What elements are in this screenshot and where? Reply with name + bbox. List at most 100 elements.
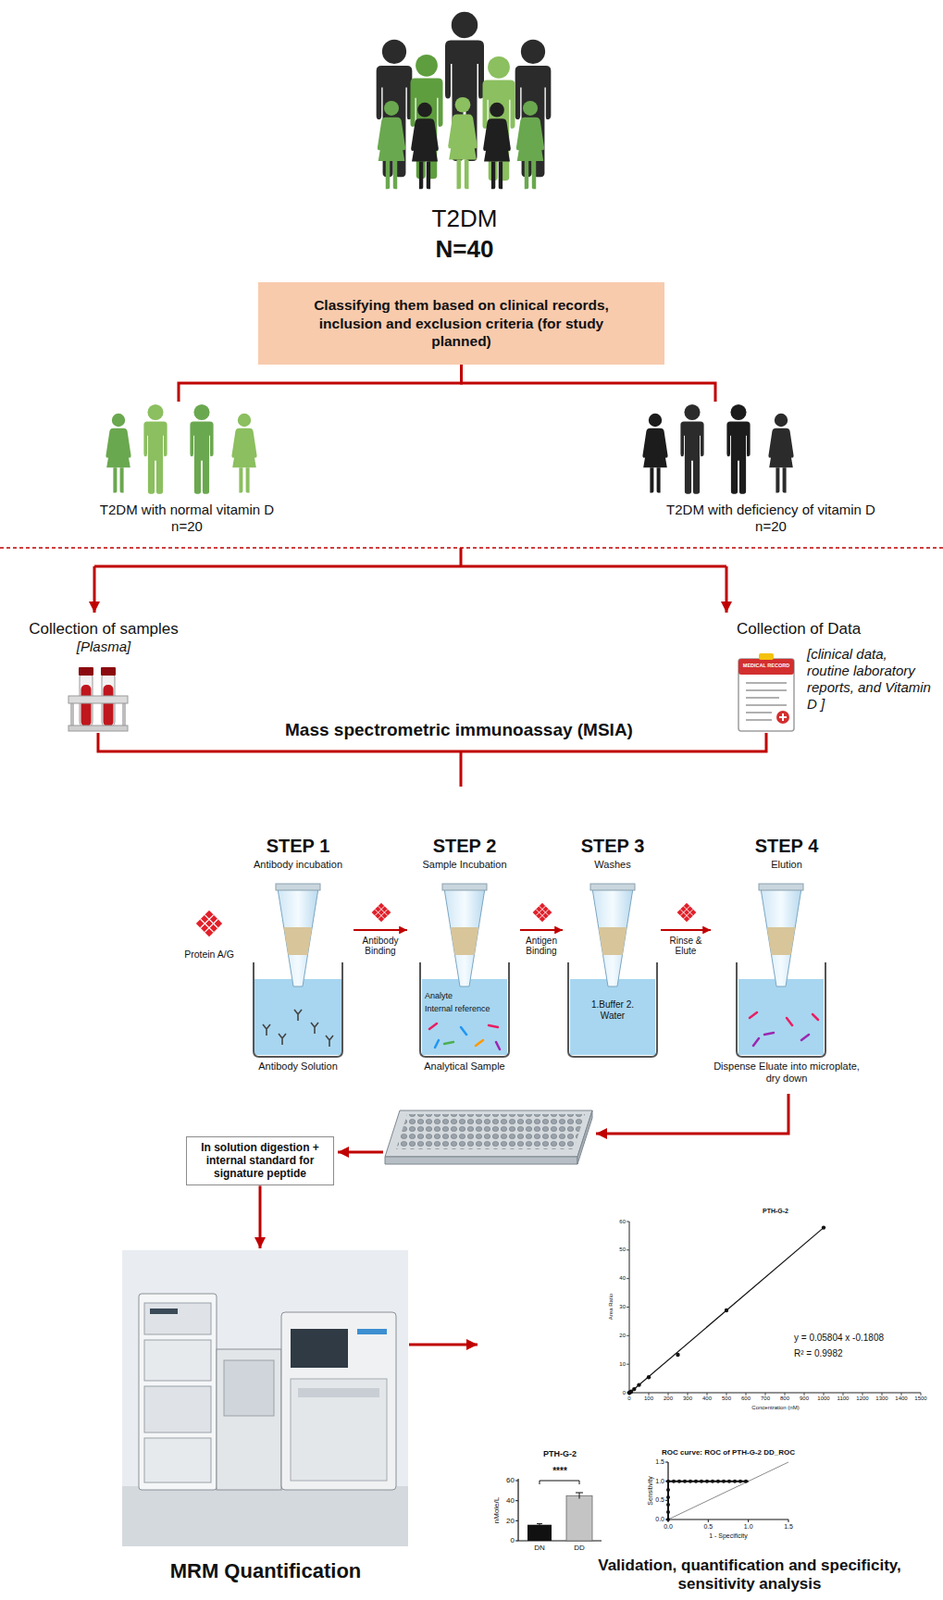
bar-chart <box>527 1525 552 1541</box>
msia-step-3-art <box>592 888 633 987</box>
node-title: T2DM with deficiency of vitamin D <box>635 501 906 519</box>
msia-step-4-art <box>764 1032 774 1035</box>
mass-spectrometer-picture <box>223 1360 274 1416</box>
calibration-curve-chart <box>724 1308 729 1313</box>
tick-label: 20 <box>506 1516 515 1526</box>
mass-spectrometer-picture <box>122 1250 409 1547</box>
mass-spectrometer-picture <box>357 1328 387 1335</box>
msia-step-2-art <box>420 883 509 1057</box>
tick-label: 1.0 <box>744 1523 754 1531</box>
calibration-curve-chart <box>626 1221 921 1396</box>
patient-crowd-icon <box>516 100 545 189</box>
node-title: In solution digestion + internal standar… <box>192 1141 328 1180</box>
tick-label: 60 <box>506 1476 515 1485</box>
node-title: STEP 3 <box>564 834 661 857</box>
calibration-curve-chart <box>632 1387 636 1391</box>
axis-title: Area Ratio <box>607 1293 615 1320</box>
tick-label: 10 <box>619 1361 626 1368</box>
connector-arrow <box>178 364 462 402</box>
tick-label: 800 <box>780 1395 790 1403</box>
blood-tube-icon <box>81 684 92 727</box>
process-box: In solution digestion + internal standar… <box>186 1136 335 1186</box>
msia-step-3-art <box>590 883 635 891</box>
edge-label: Antibody Binding <box>358 935 403 956</box>
mass-spectrometer-picture <box>144 1438 211 1483</box>
calibration-curve-chart <box>629 1228 824 1394</box>
tick-label: 0 <box>627 1395 631 1403</box>
chart-title: ROC curve: ROC of PTH-G-2 DD_ROC <box>661 1448 795 1457</box>
bar-chart <box>539 1480 580 1485</box>
msia-step-2-art <box>475 1040 484 1046</box>
patient-group: T2DM with deficiency of vitamin Dn=20 <box>632 401 910 537</box>
node-text: n=20 <box>88 518 286 535</box>
protein-ag-icon <box>533 903 553 923</box>
msia-step-4-art <box>812 1014 819 1020</box>
axis-title: 1 - Specificity <box>708 1532 748 1540</box>
chart-title: PTH-G-2 <box>543 1449 577 1459</box>
tick-label: 1100 <box>837 1395 850 1403</box>
patient-crowd-icon <box>377 100 406 189</box>
separator-line <box>0 546 943 549</box>
msia-step-2-art <box>429 1023 437 1030</box>
tick-label: 0.0 <box>663 1523 673 1531</box>
tick-label: 300 <box>682 1395 693 1403</box>
medical-record-icon <box>738 658 795 732</box>
edge-label: Rinse & Elute <box>663 935 708 956</box>
msia-step: STEP 1Antibody incubationAntibody Soluti… <box>242 832 354 1092</box>
medical-record-icon <box>758 653 774 660</box>
medical-record-icon <box>779 713 787 721</box>
tick-label: 1.5 <box>783 1523 794 1531</box>
normal-group-icon <box>105 404 257 495</box>
connector-arrow <box>353 929 408 931</box>
calibration-curve-chart <box>626 1221 921 1396</box>
node-text: Sample Incubation <box>412 858 517 871</box>
medical-record-icon <box>776 710 790 724</box>
msia-step-4-art <box>786 1017 793 1026</box>
node-text: n=20 <box>635 518 906 535</box>
tick-label: 1000 <box>817 1395 830 1403</box>
blood-tube-icon <box>103 684 114 727</box>
deficient-group-icon <box>642 404 794 495</box>
chart-title: PTH-G-2 <box>762 1207 789 1216</box>
microplate-icon <box>396 1114 585 1150</box>
node-title: Collection of samples <box>11 620 197 639</box>
msia-step-2-art <box>496 1042 500 1050</box>
node-title: STEP 1 <box>242 834 354 857</box>
blood-tube-icon <box>68 667 128 732</box>
roc-chart <box>668 1462 789 1520</box>
connector-arrow <box>409 1343 478 1347</box>
roc-chart <box>668 1479 749 1484</box>
msia-step-4-art <box>801 1034 809 1041</box>
patient-crowd-icon <box>483 102 511 189</box>
msia-step-1-art <box>253 979 343 1055</box>
patient-crowd-icon <box>447 97 478 189</box>
plate-arrows <box>337 1093 789 1153</box>
fork-arrows <box>94 547 727 567</box>
mass-spectrometer-picture <box>144 1386 211 1433</box>
mass-spectrometer-picture <box>122 1486 409 1547</box>
mass-spectrometer-picture <box>149 1308 178 1315</box>
roc-chart <box>668 1481 749 1520</box>
mass-spectrometer-picture <box>144 1302 211 1335</box>
node-text: 1.Buffer 2. Water <box>591 999 634 1022</box>
bar-chart <box>515 1480 519 1541</box>
msia-step: STEP 2Sample IncubationAnalytical Sample <box>409 832 521 1092</box>
mass-spectrometer-picture <box>216 1349 282 1490</box>
record-tag: MEDICAL RECORD <box>743 662 790 669</box>
mass-spectrometer-picture <box>138 1293 217 1490</box>
fit-equation: y = 0.05804 x -0.1808 <box>794 1332 884 1344</box>
node-title: MRM Quantification <box>122 1559 410 1584</box>
msia-step: STEP 4ElutionDispense Eluate into microp… <box>712 832 861 1092</box>
fork-arrows <box>725 566 729 613</box>
blood-tube-icon <box>100 667 116 676</box>
tick-label: 400 <box>702 1395 712 1403</box>
mass-spectrometer-picture <box>290 1328 348 1368</box>
node-text: [Plasma] <box>11 638 197 656</box>
protein-ag-icon <box>677 903 697 923</box>
blood-tube-icon <box>78 667 94 676</box>
node-title: STEP 4 <box>712 834 861 857</box>
calibration-curve-chart <box>636 1382 641 1387</box>
microplate-icon <box>384 1110 593 1157</box>
msia-step-2-art <box>434 1040 439 1048</box>
tick-label: 1.0 <box>655 1477 665 1486</box>
